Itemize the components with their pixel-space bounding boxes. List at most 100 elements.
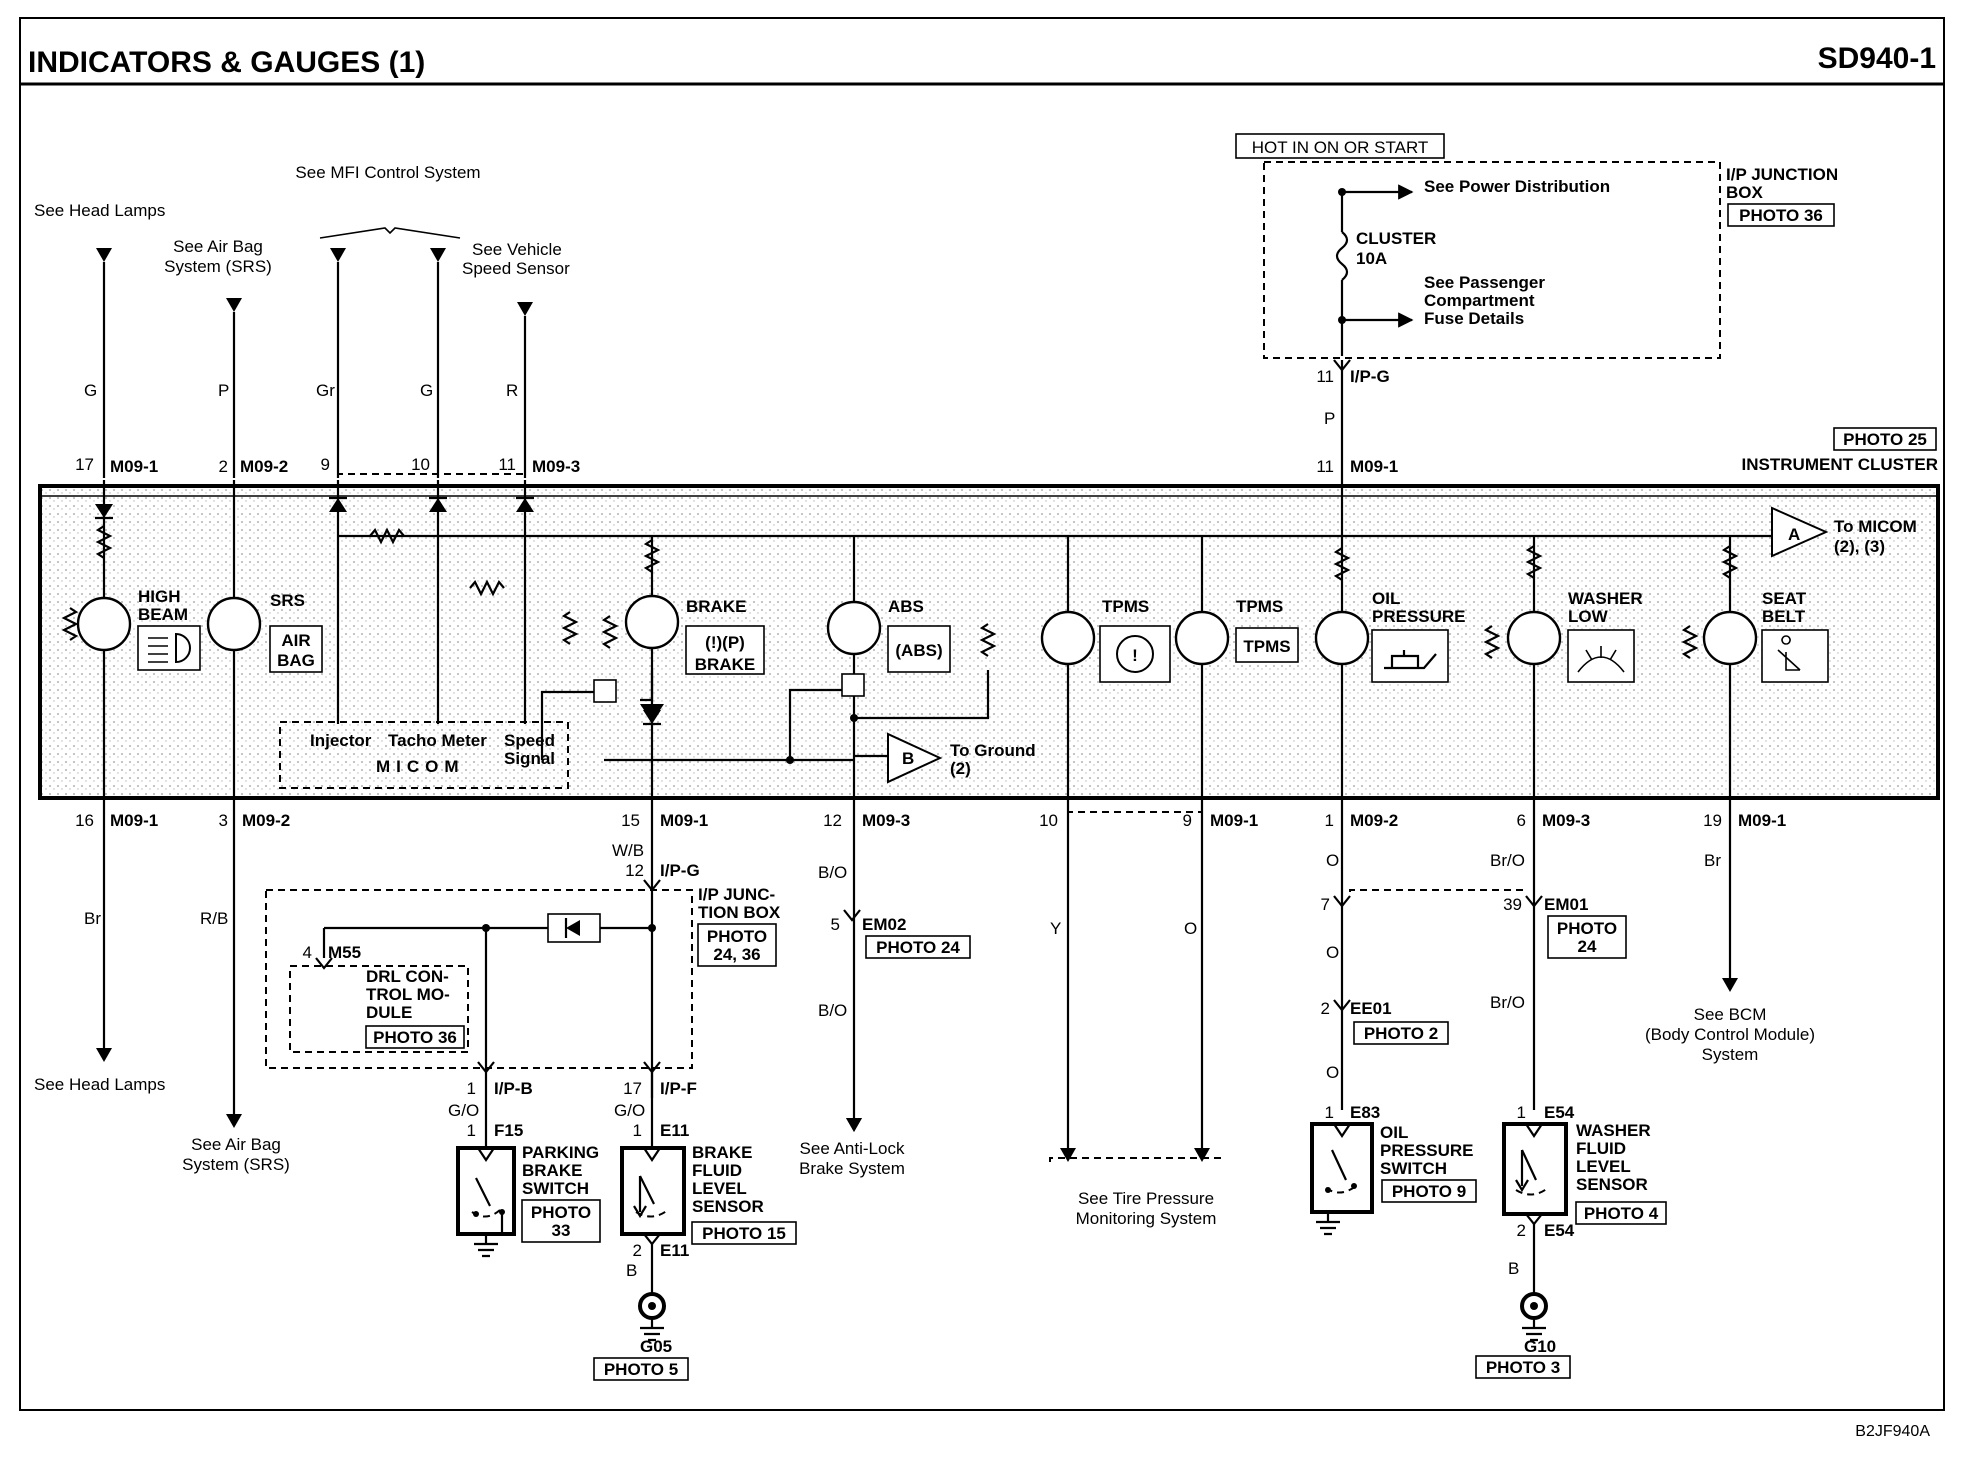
- wire-br-1: Br: [84, 909, 101, 928]
- brake-fluid-2: FLUID: [692, 1161, 742, 1180]
- connector-a-letter: A: [1788, 525, 1800, 544]
- top-input-arrows: [96, 248, 533, 478]
- drl-photo: PHOTO 36: [373, 1028, 457, 1047]
- hot-in-on-or-start-box: [1235, 133, 1445, 159]
- e54-pin: 1: [1517, 1103, 1526, 1122]
- hot-in-on-or-start: HOT IN ON OR START: [1252, 138, 1429, 157]
- pin-9-bottom: 9: [1183, 811, 1192, 830]
- ref-mfi: See MFI Control System: [295, 163, 480, 182]
- wire-color-gr: Gr: [316, 381, 335, 400]
- to-ground-1: To Ground: [950, 741, 1036, 760]
- g10-photo: PHOTO 3: [1486, 1358, 1560, 1377]
- junction-label-2: BOX: [1726, 183, 1764, 202]
- mfi-brace: [319, 227, 461, 239]
- brake-fluid-photo-box: [691, 1221, 797, 1245]
- junction-photo: PHOTO 36: [1739, 206, 1823, 225]
- tpms-label-1: TPMS: [1102, 597, 1149, 616]
- tpms-exclamation-icon: !: [1132, 646, 1138, 665]
- ref-airbag-top-1: See Air Bag: [173, 237, 263, 256]
- em02-conn: EM02: [862, 915, 906, 934]
- cluster-feed-conn: M09-1: [1350, 457, 1398, 476]
- cluster-photo-box: [1833, 427, 1937, 451]
- ipf-conn: I/P-F: [660, 1079, 697, 1098]
- brake-fluid-level-sensor: [620, 1146, 686, 1342]
- high-beam-label-2: BEAM: [138, 605, 188, 624]
- tpms-lamp-2: [1174, 610, 1230, 666]
- wf-photo: PHOTO 4: [1584, 1204, 1659, 1223]
- airbag-icon: [269, 625, 323, 673]
- pass-fuse-ref-1: See Passenger: [1424, 273, 1545, 292]
- abs-lamp: [826, 600, 882, 656]
- jb-photo-box: [697, 923, 777, 967]
- pin-10-bottom: 10: [1039, 811, 1058, 830]
- conn-m09-1-a: M09-1: [110, 457, 158, 476]
- wire-color-r: R: [506, 381, 518, 400]
- pin-11: 11: [498, 455, 516, 474]
- page-frame: [19, 17, 1945, 1411]
- drl-label-1: DRL CON-: [366, 967, 449, 986]
- em02-photo-box: [865, 935, 971, 959]
- cluster-resistors: [61, 525, 1739, 659]
- abs-icon: [887, 625, 951, 673]
- pin-15: 15: [621, 811, 640, 830]
- wf-label-3: LEVEL: [1576, 1157, 1631, 1176]
- cluster-internal-wiring: [102, 480, 1829, 806]
- wf-photo-box: [1575, 1201, 1667, 1225]
- ipg-12-conn: I/P-G: [660, 861, 700, 880]
- abs-icon-symbol: (ABS): [895, 641, 942, 660]
- conn-m09-1-b: M09-1: [110, 811, 158, 830]
- tpms-lamp-1: [1040, 610, 1096, 666]
- wire-color-g-2: G: [420, 381, 433, 400]
- wire-go-2: G/O: [614, 1101, 645, 1120]
- ops-photo: PHOTO 9: [1392, 1182, 1466, 1201]
- srs-label: SRS: [270, 591, 305, 610]
- e11b-pin: 2: [633, 1241, 642, 1260]
- parking-brake-1: PARKING: [522, 1143, 599, 1162]
- wire-bo-1: B/O: [818, 863, 847, 882]
- tpms-text-icon: [1235, 627, 1299, 663]
- conn-m09-3-b: M09-3: [862, 811, 910, 830]
- ip-junction-box-lower: [265, 889, 693, 1069]
- page-title: INDICATORS & GAUGES (1): [28, 46, 425, 79]
- wire-o-1: O: [1326, 851, 1339, 870]
- wire-bo-2: B/O: [818, 1001, 847, 1020]
- wire-o-3: O: [1326, 1063, 1339, 1082]
- cluster-feed-pin: 11: [1316, 457, 1334, 476]
- ops-label-1: OIL: [1380, 1123, 1408, 1142]
- wire-o-2: O: [1326, 943, 1339, 962]
- washer-fluid-level-sensor: [1502, 1122, 1568, 1342]
- em02-connector-symbol: [843, 909, 861, 922]
- ee01-pin: 2: [1321, 999, 1330, 1018]
- abs-arrow: [846, 1118, 862, 1132]
- wire-o: O: [1184, 919, 1197, 938]
- e83-conn: E83: [1350, 1103, 1380, 1122]
- seat-belt-lamp: [1702, 610, 1758, 666]
- ee01-connector-symbol: [1333, 999, 1351, 1012]
- drl-label-3: DULE: [366, 1003, 412, 1022]
- power-distribution-ref: See Power Distribution: [1424, 177, 1610, 196]
- conn-m09-3-a: M09-3: [532, 457, 580, 476]
- wf-label-4: SENSOR: [1576, 1175, 1648, 1194]
- ipg-12-pin: 12: [625, 861, 644, 880]
- wire-y: Y: [1050, 919, 1061, 938]
- brake-label: BRAKE: [686, 597, 746, 616]
- ref-tpms-1: See Tire Pressure: [1078, 1189, 1214, 1208]
- brake-fluid-photo: PHOTO 15: [702, 1224, 786, 1243]
- to-ground-2: (2): [950, 759, 971, 778]
- pin-1-bottom: 1: [1325, 811, 1334, 830]
- pin-10: 10: [411, 455, 430, 474]
- jb-label-1: I/P JUNC-: [698, 885, 775, 904]
- pass-fuse-ref-3: Fuse Details: [1424, 309, 1524, 328]
- wire-b-1: B: [626, 1261, 637, 1280]
- m09-3-bracket: [337, 473, 526, 476]
- parking-brake-photo-box: [521, 1199, 601, 1243]
- e54b-pin: 2: [1517, 1221, 1526, 1240]
- wire-go-1: G/O: [448, 1101, 479, 1120]
- brake-fluid-1: BRAKE: [692, 1143, 752, 1162]
- ref-airbag-bottom-2: System (SRS): [182, 1155, 290, 1174]
- brake-fluid-3: LEVEL: [692, 1179, 747, 1198]
- ref-abs-2: Brake System: [799, 1159, 905, 1178]
- e11-conn: E11: [660, 1121, 689, 1140]
- pass-fuse-ref-2: Compartment: [1424, 291, 1535, 310]
